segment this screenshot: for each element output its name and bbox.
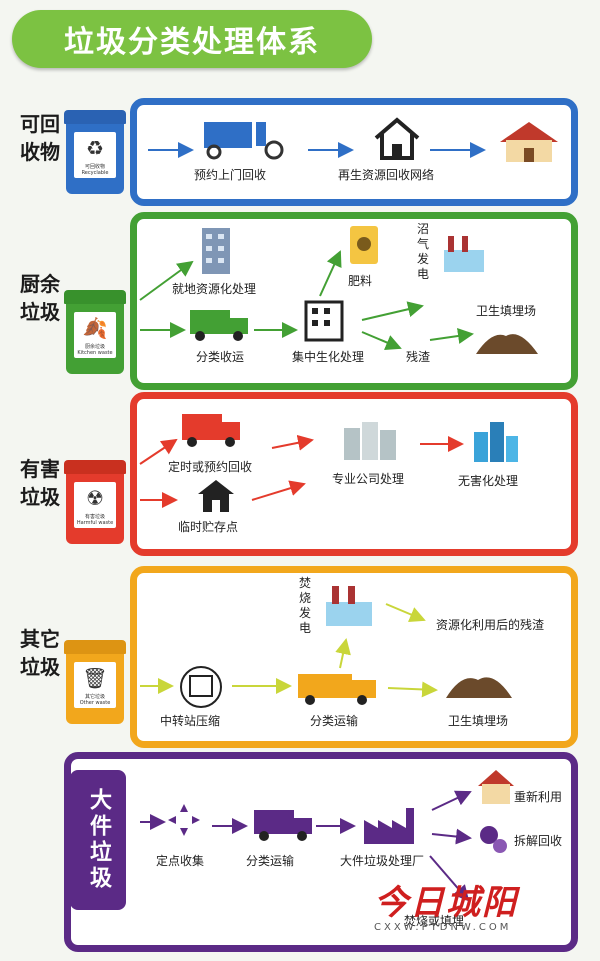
diagram-title: 垃圾分类处理体系 [12,10,372,68]
step-biogas-power: 沼气发电 [416,222,429,281]
step-central-bio-processing: 集中生化处理 [292,350,365,364]
garbage-truck-icon [298,674,376,705]
processing-building-icon [304,300,344,342]
category-label-harmful: 有害垃圾 [20,457,60,509]
factory-icon [364,808,414,844]
category-label-kitchen: 厨余垃圾 [20,272,60,324]
step-professional-company: 专业公司处理 [332,472,405,486]
storage-house-icon [198,480,234,512]
transfer-station-icon [180,666,222,708]
step-sorted-transport: 分类运输 [310,714,359,728]
step-incinerate-or-landfill: 焚烧或填埋 [404,914,465,928]
office-building-icon [202,228,230,274]
incineration-plant-icon [326,586,372,626]
battery-icon: ☢ [86,486,104,510]
step-transfer-compression: 中转站压缩 [160,714,221,728]
step-residue: 残渣 [406,350,431,364]
delivery-tricycle-icon [204,122,284,160]
step-door-pickup: 预约上门回收 [194,168,267,182]
landfill-icon [446,677,512,698]
house-outline-icon [374,117,420,160]
bulky-category-tag: 大件垃圾 [70,770,126,910]
category-label-recyclable: 可回收物 [20,112,60,164]
trash-icon: 🗑 [82,666,108,690]
step-harmless-treatment: 无害化处理 [458,474,519,488]
home-icon [500,122,558,162]
company-buildings-icon [344,422,396,460]
power-plant-icon [444,236,484,272]
step-onsite-processing: 就地资源化处理 [172,282,257,296]
recyclable-panel [130,98,578,206]
fertilizer-bag-icon [350,226,378,264]
step-recycling-network: 再生资源回收网络 [338,168,435,182]
reuse-house-icon [478,770,514,804]
watermark-logo: 今日城阳 [374,883,518,923]
step-resource-residue: 资源化利用后的残渣 [436,618,545,632]
green-truck-icon [190,310,248,341]
step-bulky-transport: 分类运输 [246,854,295,868]
landfill-pile-icon [476,334,538,354]
step-scheduled-collection: 定时或预约回收 [168,460,253,474]
watermark-url: CXXW.PTDNW.COM [374,922,512,933]
step-incineration-power: 焚烧发电 [298,576,311,635]
red-truck-icon [182,414,240,447]
step-dismantle-recycle: 拆解回收 [514,834,563,848]
food-waste-icon: 🍂 [82,316,108,340]
step-sanitary-landfill: 卫生填埋场 [476,304,537,318]
city-buildings-icon [474,422,518,462]
collection-point-icon [168,804,200,836]
recycle-icon: ♻ [86,136,104,160]
purple-truck-icon [254,810,312,841]
step-temporary-storage: 临时贮存点 [178,520,239,534]
step-sorted-collection: 分类收运 [196,350,245,364]
category-label-other: 其它垃圾 [20,627,60,679]
step-bulky-plant: 大件垃圾处理厂 [340,854,425,868]
step-reuse: 重新利用 [514,790,563,804]
step-fixed-point-collection: 定点收集 [156,854,205,868]
dismantle-gears-icon [480,826,507,853]
step-fertilizer: 肥料 [348,274,373,288]
step-other-landfill: 卫生填埋场 [448,714,509,728]
